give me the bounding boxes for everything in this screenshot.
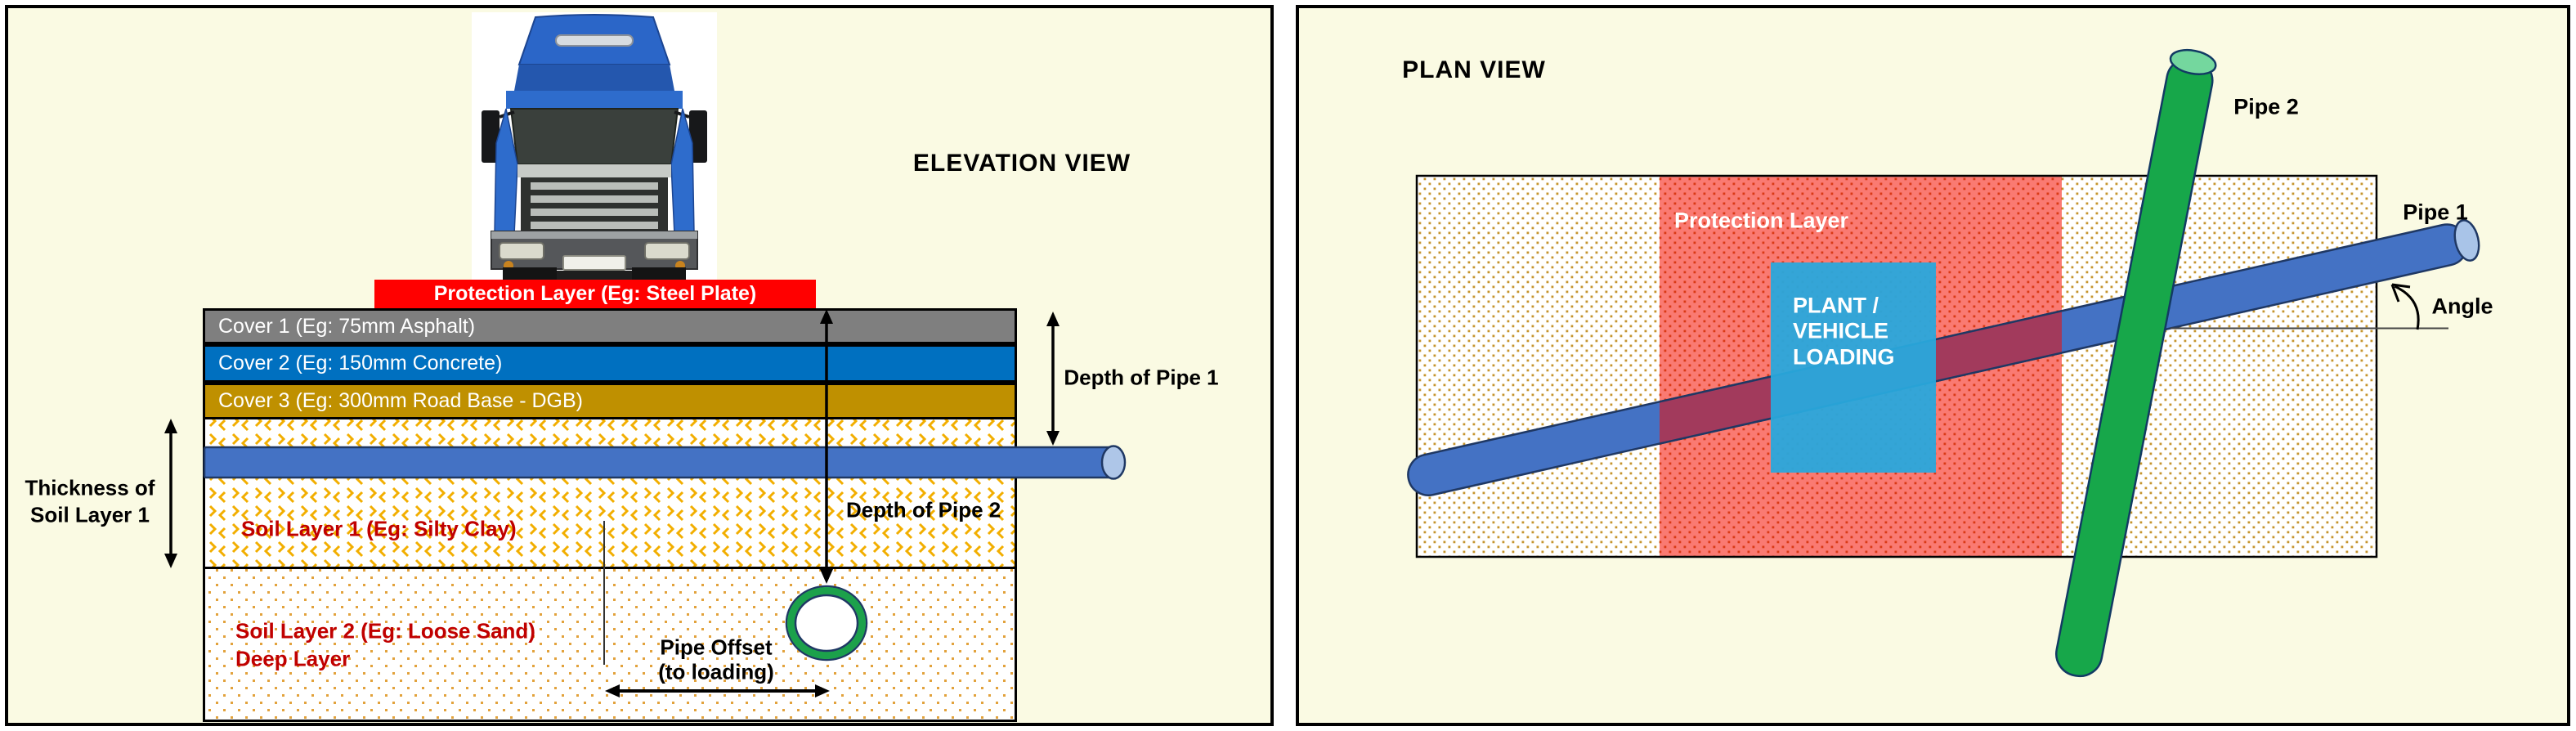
loading-footprint-rect: [1771, 262, 1936, 473]
loading-label-line2: VEHICLE: [1793, 318, 1889, 343]
thickness-label-line2: Soil Layer 1: [30, 502, 150, 527]
depth-of-pipe1-label: Depth of Pipe 1: [1064, 365, 1219, 390]
plan-protection-layer-label: Protection Layer: [1674, 208, 1849, 233]
depth-pipe1-arrow: [1046, 312, 1060, 446]
pipe1-label: Pipe 1: [2403, 200, 2468, 225]
loading-label-line3: LOADING: [1793, 344, 1895, 370]
protection-layer-label: Protection Layer (Eg: Steel Plate): [433, 282, 757, 305]
pipe-offset-label-line1: Pipe Offset: [660, 635, 773, 660]
depth-of-pipe2-label: Depth of Pipe 2: [846, 497, 1001, 522]
pipe1-end-cap: [1100, 445, 1127, 480]
truck-mirror-right: [689, 110, 707, 163]
cover-1-label: Cover 1 (Eg: 75mm Asphalt): [218, 314, 476, 338]
angle-label: Angle: [2431, 294, 2493, 319]
pipe1-elevation: [203, 445, 1127, 480]
depth-pipe2-arrow: [820, 309, 833, 584]
loading-label-line1: PLANT /: [1793, 293, 1879, 318]
thickness-arrow: [164, 419, 177, 568]
truck-mirror-left: [482, 110, 500, 163]
angle-arc-arrow: [2390, 283, 2420, 330]
pipe2-label: Pipe 2: [2233, 94, 2299, 119]
cover-2-label: Cover 2 (Eg: 150mm Concrete): [218, 352, 503, 374]
truck-illustration: [472, 12, 717, 280]
pipe2-cross-section: [785, 585, 868, 661]
soil-layer-2-area: [203, 569, 1017, 722]
cover-layer-3: Cover 3 (Eg: 300mm Road Base - DGB): [203, 383, 1017, 419]
soil-layer-2-sublabel: Deep Layer: [235, 646, 351, 671]
cover-3-label: Cover 3 (Eg: 300mm Road Base - DGB): [218, 389, 583, 412]
soil-layer-1-label: Soil Layer 1 (Eg: Silty Clay): [241, 516, 517, 541]
truck-windshield: [509, 108, 679, 165]
pipe2-plan: [2055, 48, 2217, 678]
soil-layer-1-area: [203, 419, 1017, 567]
cover-layer-1: Cover 1 (Eg: 75mm Asphalt): [203, 308, 1017, 344]
soil-layer-2-label: Soil Layer 2 (Eg: Loose Sand): [235, 618, 535, 644]
pipe-offset-label-line2: (to loading): [658, 659, 774, 684]
thickness-label-line1: Thickness of: [25, 475, 155, 500]
pipe2-end-cap: [2169, 48, 2217, 75]
cover-layer-2: Cover 2 (Eg: 150mm Concrete): [203, 344, 1017, 383]
elevation-view-title: ELEVATION VIEW: [912, 150, 1131, 177]
plan-view-title: PLAN VIEW: [1402, 56, 1546, 83]
protection-layer-banner: Protection Layer (Eg: Steel Plate): [374, 280, 816, 308]
soil-block: [203, 308, 1017, 722]
pipe-offset-arrow: [605, 684, 830, 697]
pipe1-plan-end-cap: [2453, 219, 2480, 262]
